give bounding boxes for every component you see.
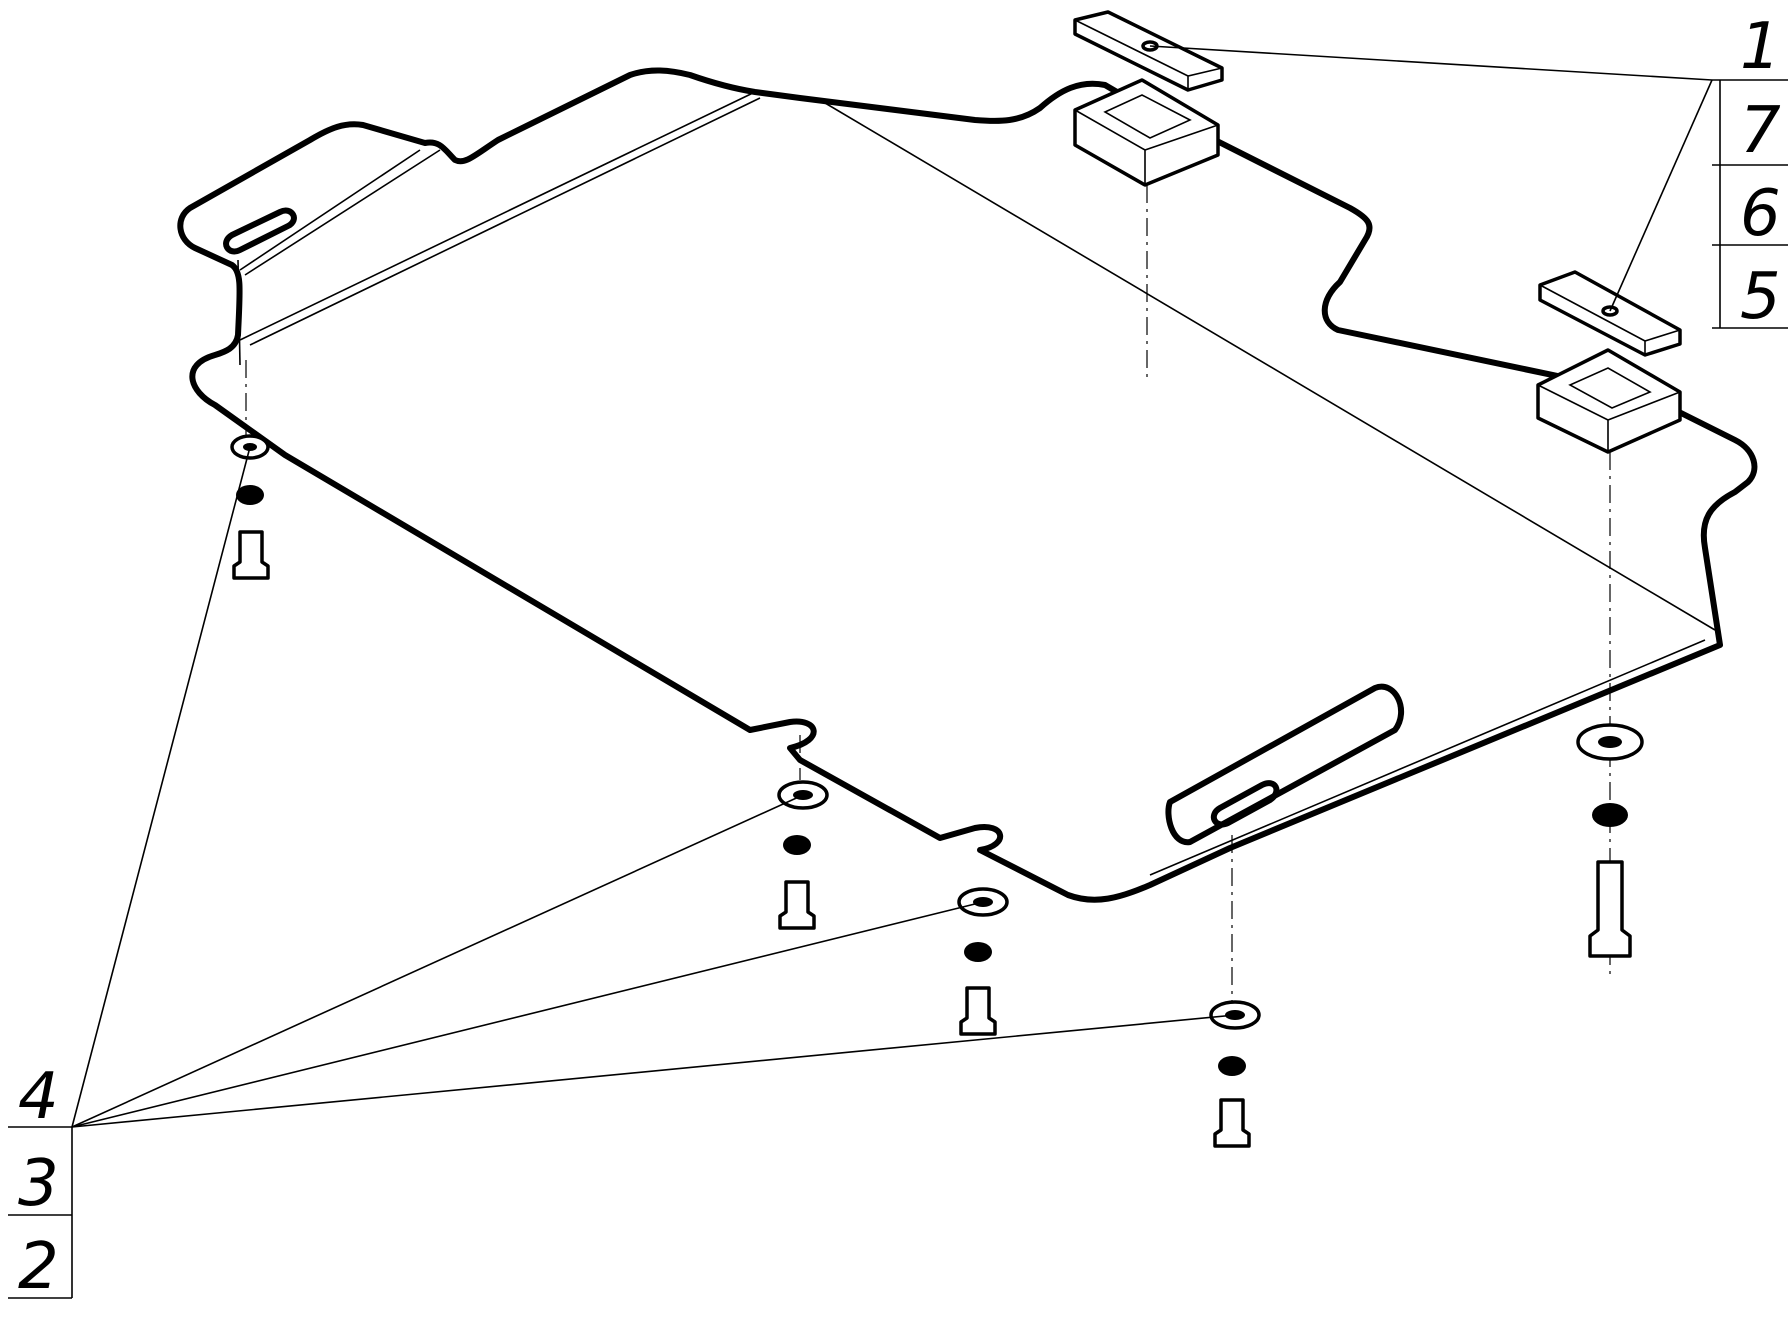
long-bolt bbox=[1588, 860, 1632, 958]
fastener-front bbox=[1209, 1000, 1261, 1148]
fastener-mid bbox=[957, 887, 1009, 1036]
skid-plate-outline bbox=[177, 67, 1758, 903]
callout-3: 3 bbox=[18, 1147, 59, 1221]
front-bracket bbox=[1165, 683, 1404, 846]
fold-line-left-bracket bbox=[239, 149, 421, 271]
front-slot bbox=[1210, 780, 1280, 828]
leader-lines-top-right bbox=[1149, 45, 1713, 312]
nut bbox=[964, 942, 992, 962]
callout-6: 6 bbox=[1740, 177, 1781, 251]
fold-line-left-outer bbox=[239, 91, 756, 341]
left-inner-fold bbox=[237, 259, 241, 366]
skid-plate bbox=[177, 67, 1758, 903]
bolt bbox=[232, 530, 270, 580]
leader-mid-left bbox=[71, 794, 804, 1128]
nut bbox=[783, 835, 811, 855]
diagonal-edge bbox=[819, 99, 1716, 631]
bolt bbox=[959, 986, 997, 1036]
bolt bbox=[778, 880, 816, 930]
box-right-inner bbox=[1537, 367, 1681, 452]
washer-hole bbox=[1598, 736, 1622, 748]
rear-bracket-right bbox=[1536, 270, 1682, 454]
leader-front bbox=[71, 1014, 1236, 1128]
callout-2: 2 bbox=[18, 1230, 59, 1304]
leader-left bbox=[71, 446, 251, 1128]
callout-1: 1 bbox=[1740, 10, 1781, 84]
leader-1 bbox=[1149, 45, 1713, 81]
callout-table-bottom-left: 4 3 2 bbox=[8, 1060, 73, 1304]
plate-top-right-edge bbox=[1539, 284, 1681, 355]
fastener-right bbox=[1576, 723, 1644, 958]
nut bbox=[1218, 1056, 1246, 1076]
fold-line-top bbox=[249, 97, 761, 346]
nut bbox=[236, 485, 264, 505]
front-inner-edge bbox=[1149, 639, 1706, 876]
callout-5: 5 bbox=[1740, 260, 1781, 334]
assembly-axes bbox=[245, 185, 1611, 1010]
bolt bbox=[1213, 1098, 1251, 1148]
leader-lines-bottom-left bbox=[71, 446, 1236, 1128]
fold-line-left-inner bbox=[244, 149, 441, 276]
fastener-mid-left bbox=[777, 780, 829, 930]
fastener-left bbox=[230, 434, 270, 580]
leader-mid bbox=[71, 901, 984, 1128]
nut bbox=[1592, 803, 1628, 827]
plate-top-left-edge bbox=[1074, 19, 1223, 90]
callout-7: 7 bbox=[1740, 94, 1781, 168]
rear-bracket-left bbox=[1073, 10, 1224, 187]
callout-table-top-right: 1 7 6 5 bbox=[1712, 10, 1788, 334]
box-left bbox=[1073, 78, 1220, 187]
leader-5 bbox=[1609, 79, 1713, 312]
box-right bbox=[1536, 348, 1682, 454]
callout-4: 4 bbox=[18, 1060, 59, 1134]
left-slot bbox=[223, 207, 297, 255]
box-left-inner bbox=[1074, 94, 1219, 185]
